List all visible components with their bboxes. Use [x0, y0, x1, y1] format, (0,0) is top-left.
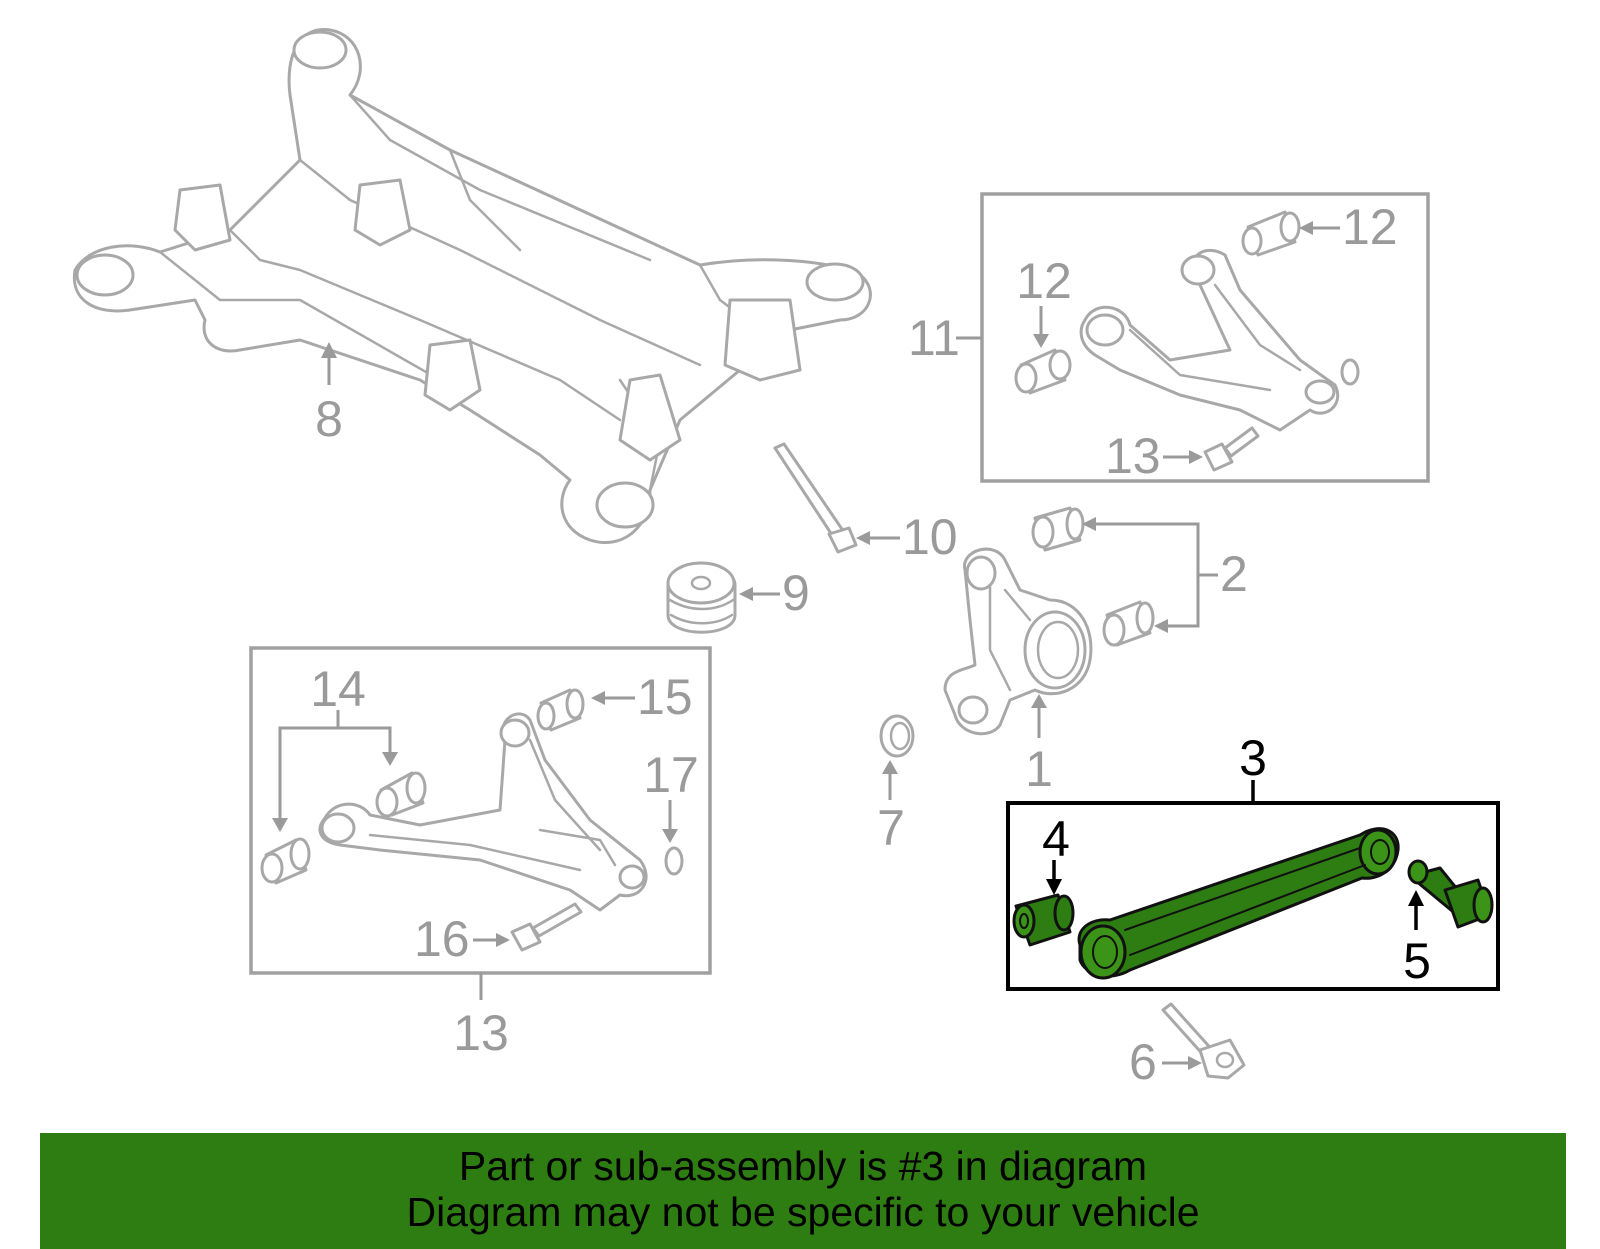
- callout-10: 10: [902, 509, 958, 565]
- banner-text-part-info: Part or sub-assembly is #3 in diagram: [458, 1143, 1148, 1189]
- callout-11: 11: [908, 310, 960, 366]
- bushing-part-5: [1407, 859, 1494, 929]
- callout-16: 15: [637, 669, 693, 725]
- mount-bushing-part-9: [666, 561, 737, 634]
- bolt-part-10: [773, 442, 858, 554]
- bushing-part-4: [1012, 893, 1075, 947]
- callout-17: 16: [414, 911, 470, 967]
- callout-9: 9: [782, 565, 810, 621]
- callout-8: 8: [315, 391, 343, 447]
- subframe-part-8: [72, 27, 872, 545]
- lower-arm-part-14: [318, 712, 648, 912]
- bolt-part-6: [1161, 1002, 1246, 1080]
- callout-15: 14: [310, 661, 366, 717]
- bushing-part-2-upper: [1031, 506, 1085, 552]
- callout-12-left: 12: [1016, 253, 1072, 309]
- banner-text-disclaimer: Diagram may not be specific to your vehi…: [406, 1189, 1200, 1235]
- bushing-part-2-lower: [1102, 600, 1155, 647]
- callout-14: 13: [453, 1005, 509, 1061]
- bolt-part-13: [1203, 426, 1260, 472]
- washer-part-11: [1340, 358, 1360, 386]
- callout-12-right: 12: [1342, 199, 1398, 255]
- washer-part-18: [664, 846, 684, 876]
- bushing-part-15-lower: [260, 837, 311, 885]
- callout-5: 5: [1403, 933, 1431, 989]
- bushing-part-15-upper: [375, 771, 427, 818]
- callout-1: 1: [1025, 741, 1053, 797]
- bushing-part-12a: [1014, 348, 1072, 395]
- callout-6: 6: [1129, 1034, 1157, 1090]
- lateral-link-part-3: [1077, 827, 1400, 980]
- bolt-part-17: [510, 902, 583, 952]
- callout-4: 4: [1042, 811, 1070, 867]
- bushing-part-16: [536, 688, 585, 732]
- info-banner: Part or sub-assembly is #3 in diagram Di…: [40, 1133, 1566, 1249]
- upper-arm-part-11: [1079, 248, 1340, 432]
- callout-18: 17: [643, 747, 699, 803]
- parts-diagram: 8 10 9 11 12 12: [72, 27, 1500, 1090]
- callout-3: 3: [1239, 730, 1267, 786]
- bushing-part-12b: [1241, 210, 1301, 257]
- callout-7: 7: [877, 800, 905, 856]
- knuckle-part-1: [943, 547, 1093, 736]
- seal-part-7: [879, 714, 915, 758]
- callout-13: 13: [1105, 428, 1161, 484]
- callout-2: 2: [1220, 546, 1248, 602]
